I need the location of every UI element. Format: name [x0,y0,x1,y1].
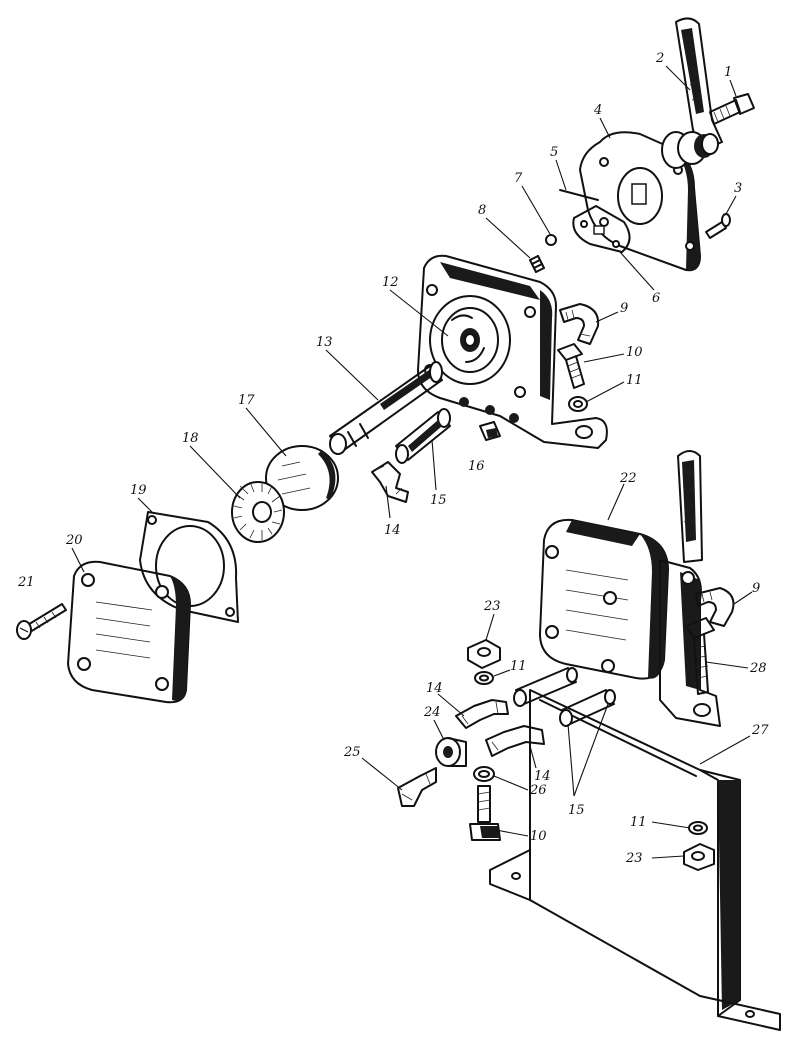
callout-12: 12 [382,275,399,290]
callout-18: 18 [182,431,199,446]
callout-15-lower: 15 [568,803,585,818]
part-16-nut [479,421,501,441]
part-14-elbow [371,461,409,503]
callout-24: 24 [423,705,441,720]
callout-11: 11 [626,373,643,388]
part-19-gasket [139,511,239,623]
part-14-elbow-lower-a [455,699,509,729]
callout-27: 27 [751,723,769,738]
part-20-end-cover [67,560,191,704]
leader-lines [71,65,753,859]
part-17-disc [265,445,339,511]
callout-25: 25 [343,745,361,760]
callout-9: 9 [620,301,628,316]
part-4-cover-plate [579,131,719,272]
part-21-screw [16,603,67,640]
part-13-shaft [329,361,443,455]
part-14-elbow-lower-b [485,725,545,757]
part-25-elbow [397,767,437,807]
part-lever-lower [677,450,703,563]
callout-21: 21 [17,575,35,590]
callout-5: 5 [550,145,558,160]
part-2-lever [675,17,723,151]
callout-1: 1 [724,65,732,80]
part-28-bolt [685,617,715,695]
part-3-screw [705,213,731,239]
part-15-spacer-lower-b [559,689,616,727]
part-10-bolt [557,343,585,389]
callout-7: 7 [514,171,523,186]
callout-20: 20 [65,533,83,548]
part-24-fitting [435,737,467,767]
callout-15: 15 [430,493,447,508]
callout-3: 3 [734,181,742,196]
part-15-spacer [395,408,451,464]
callout-4: 4 [593,103,602,118]
callout-17: 17 [238,393,255,408]
callout-16: 16 [468,459,485,474]
part-23-nut [467,639,501,669]
part-9-elbow-lower [695,587,735,627]
callout-9-lower: 9 [752,581,760,596]
part-7-ball [545,234,557,246]
callout-14-lower: 14 [426,681,443,696]
callout-19: 19 [130,483,147,498]
callout-14: 14 [384,523,401,538]
callout-10: 10 [626,345,643,360]
callout-26: 26 [529,783,547,798]
callout-11-tank: 11 [630,815,647,830]
part-6-plate [572,205,631,253]
callout-23: 23 [483,599,501,614]
callout-10-lower: 10 [530,829,547,844]
part-23-nut-tank [683,843,715,871]
callout-8: 8 [478,203,486,218]
part-22-pump-assembled [539,518,721,727]
part-5-pin [559,189,599,201]
callout-28: 28 [749,661,767,676]
callout-11-lower: 11 [510,659,527,674]
part-15-spacer-lower-a [513,667,578,707]
part-1-screw [709,93,755,125]
part-10-bolt-lower [469,785,501,841]
callout-13: 13 [316,335,333,350]
callout-14-lower-b: 14 [534,769,551,784]
part-18-gear [231,481,285,543]
part-9-elbow-fitting [559,303,600,345]
callout-6: 6 [652,291,660,306]
callout-2: 2 [655,51,664,66]
callout-22: 22 [619,471,637,486]
part-12-pump-body [417,254,608,449]
callout-23-tank: 23 [625,851,643,866]
part-8-spring [529,255,545,273]
part-27-tank [489,689,781,1031]
callout-labels: 1 2 3 4 5 6 7 8 9 10 11 12 13 14 15 16 1… [17,51,769,866]
